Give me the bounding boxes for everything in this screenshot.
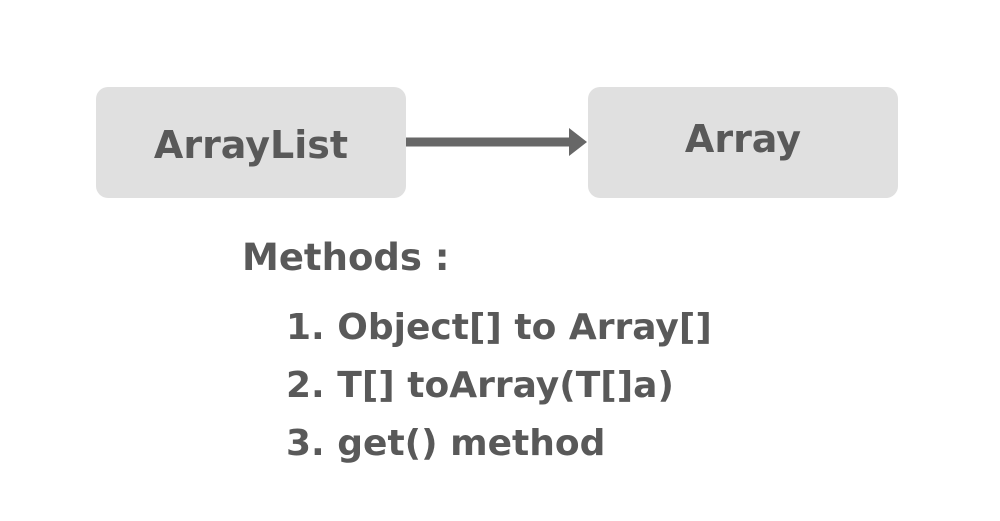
method-item-number: 3. <box>286 423 325 464</box>
method-item-2: 2. T[] toArray(T[]a) <box>286 361 712 419</box>
arraylist-node-label: ArrayList <box>153 122 349 167</box>
methods-heading: Methods : <box>242 236 450 279</box>
method-item-text: T[] toArray(T[]a) <box>337 365 674 406</box>
methods-list: 1. Object[] to Array[] 2. T[] toArray(T[… <box>286 303 712 477</box>
array-node-label: Array <box>684 116 802 161</box>
method-item-number: 2. <box>286 365 325 406</box>
method-item-3: 3. get() method <box>286 419 712 477</box>
arraylist-node: ArrayList <box>96 87 406 198</box>
array-node: Array <box>588 87 898 198</box>
method-item-text: Object[] to Array[] <box>337 307 712 348</box>
conversion-arrow <box>406 128 587 156</box>
arrow-head <box>569 128 587 156</box>
method-item-1: 1. Object[] to Array[] <box>286 303 712 361</box>
method-item-number: 1. <box>286 307 325 348</box>
method-item-text: get() method <box>337 423 606 464</box>
